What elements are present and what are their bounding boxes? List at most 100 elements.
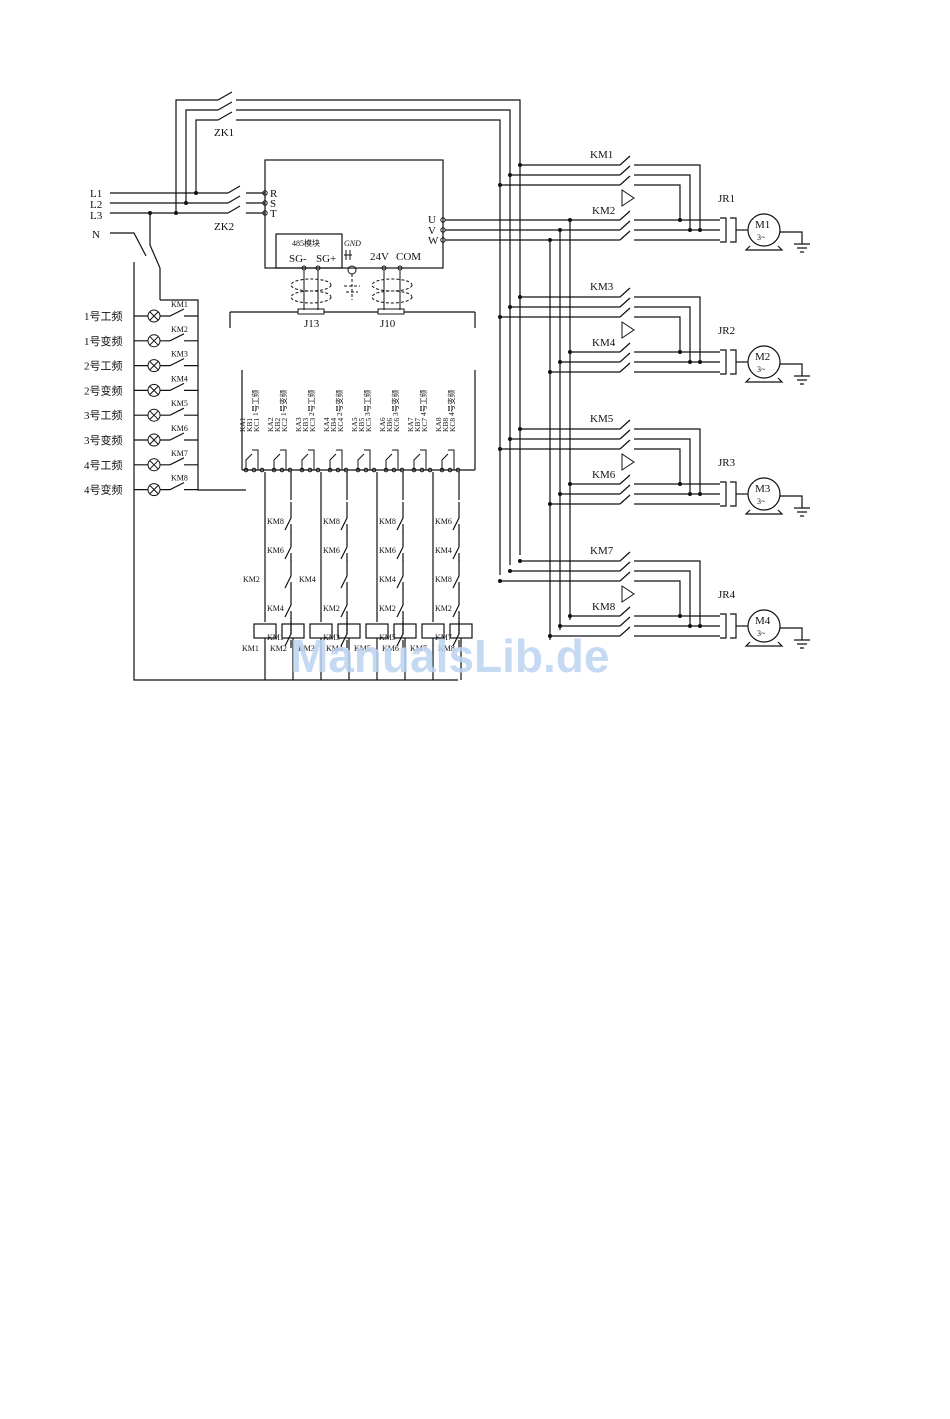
output-terminal-label: KB7 xyxy=(413,418,422,432)
coil: KM4 xyxy=(326,623,361,680)
ground-icon xyxy=(780,363,810,385)
output-name: 3号工频 xyxy=(362,389,372,416)
interlock-contact-label: KM4 xyxy=(435,546,452,555)
line-label-l3: L3 xyxy=(90,210,103,222)
coil-label: KM8 xyxy=(438,644,455,653)
lamp-contact-label: KM6 xyxy=(171,424,188,433)
watermark: ManualsLib.de xyxy=(290,630,609,682)
motor-label: M1 xyxy=(755,219,770,231)
interlock-contact-label: KM6 xyxy=(435,517,452,526)
terminal-com: COM xyxy=(396,251,421,263)
line-label-n: N xyxy=(92,229,100,241)
motor-phase: 3~ xyxy=(757,629,766,638)
contactor-top-label: KM3 xyxy=(590,281,614,293)
interlock-chains: KM8KM6KM2KM4KM1KM8KM6KM4KM2KM3KM8KM6KM4K… xyxy=(243,472,460,648)
output-name: 1号工频 xyxy=(250,389,260,416)
interlock-contact-label: KM8 xyxy=(323,517,340,526)
interlock-contact-label: KM8 xyxy=(267,517,284,526)
lamp-label: 4号变频 xyxy=(84,483,123,497)
output-terminal-label: KC7 xyxy=(420,418,429,432)
output-terminal-label: KC8 xyxy=(448,418,457,432)
lamp-contact-label: KM8 xyxy=(171,474,188,483)
lamp-label: 4号工频 xyxy=(84,458,123,472)
contactor-bottom-label: KM2 xyxy=(592,205,615,217)
lamp-label: 1号变频 xyxy=(84,334,123,348)
output-terminal-label: KB5 xyxy=(357,418,366,432)
lamp-icon xyxy=(147,458,161,472)
coil: KM3 xyxy=(298,623,333,680)
terminal-r: R xyxy=(270,188,278,200)
motor-icon xyxy=(744,345,784,383)
lamp-row: 4号工频 KM7 xyxy=(84,449,198,472)
output-terminal-label: KA7 xyxy=(406,417,415,432)
contactor-top-label: KM7 xyxy=(590,545,614,557)
lamp-contact-label: KM7 xyxy=(171,449,188,458)
interlock-contact-label: KM8 xyxy=(379,517,396,526)
output-terminal-label: KC3 xyxy=(308,418,317,432)
output-terminal-label: KB3 xyxy=(301,418,310,432)
terminal-w: W xyxy=(428,235,439,247)
lamp-contact-label: KM5 xyxy=(171,399,188,408)
lamp-row: 3号工频 KM5 xyxy=(84,399,198,422)
interlock-contact-label: KM6 xyxy=(379,546,396,555)
motor-label: M3 xyxy=(755,483,771,495)
mains-section: L1 L2 L3 N ZK2 ZK1 xyxy=(90,91,521,681)
thermal-relay-label: JR4 xyxy=(718,589,736,601)
contactor-bottom-label: KM4 xyxy=(592,337,616,349)
line-label-l2: L2 xyxy=(90,199,102,211)
output-name: 4号工频 xyxy=(418,389,428,416)
terminal-sg-plus: SG+ xyxy=(316,253,336,265)
coil-label: KM2 xyxy=(270,644,287,653)
coil: KM1 xyxy=(242,623,277,680)
motor-phase: 3~ xyxy=(757,233,766,242)
output-terminal-label: KC2 xyxy=(280,418,289,432)
connector-j13: J13 xyxy=(304,318,320,330)
relay-outputs: 1号工频KA1KB1KC11号变频KA2KB2KC22号工频KA3KB3KC32… xyxy=(238,389,461,473)
coil-label: KM7 xyxy=(410,644,427,653)
lamp-label: 2号工频 xyxy=(84,359,123,373)
lamp-icon xyxy=(147,483,161,497)
motor-phase: 3~ xyxy=(757,497,766,506)
motor-phase: 3~ xyxy=(757,365,766,374)
contactor-bottom-label: KM8 xyxy=(592,601,616,613)
terminal-gnd: GND xyxy=(344,239,361,248)
lamp-icon xyxy=(147,309,161,323)
terminal-u: U xyxy=(428,214,436,226)
output-terminal-label: KA8 xyxy=(434,417,443,432)
coil: KM2 xyxy=(270,623,305,680)
coil-label: KM4 xyxy=(326,644,343,653)
coil-label: KM3 xyxy=(298,644,315,653)
output-terminal-label: KA4 xyxy=(322,417,331,432)
motor-icon xyxy=(744,477,784,515)
connector-j10: J10 xyxy=(380,318,396,330)
breaker-zk1-label: ZK1 xyxy=(214,127,234,139)
thermal-relay-label: JR1 xyxy=(718,193,735,205)
output-terminal-label: KC1 xyxy=(252,418,261,432)
terminal-s: S xyxy=(270,198,276,210)
lamp-row: 2号工频 KM3 xyxy=(84,350,198,373)
motor-icon xyxy=(744,609,784,647)
lamp-row: 4号变频 KM8 xyxy=(84,474,198,497)
terminal-t: T xyxy=(270,208,277,220)
lamp-contact-label: KM4 xyxy=(171,374,188,383)
line-label-l1: L1 xyxy=(90,188,102,200)
output-terminal-label: KB2 xyxy=(273,418,282,432)
connector-section: J13 J10 xyxy=(229,265,476,330)
coil-label: KM5 xyxy=(354,644,371,653)
lamp-label: 3号工频 xyxy=(84,408,123,422)
module-485-label: 485模块 xyxy=(292,238,320,248)
coil: KM7 xyxy=(410,623,445,680)
lamp-contact-label: KM3 xyxy=(171,350,188,359)
interlock-contact-label: KM2 xyxy=(243,575,260,584)
contactor-bottom-label: KM6 xyxy=(592,469,616,481)
